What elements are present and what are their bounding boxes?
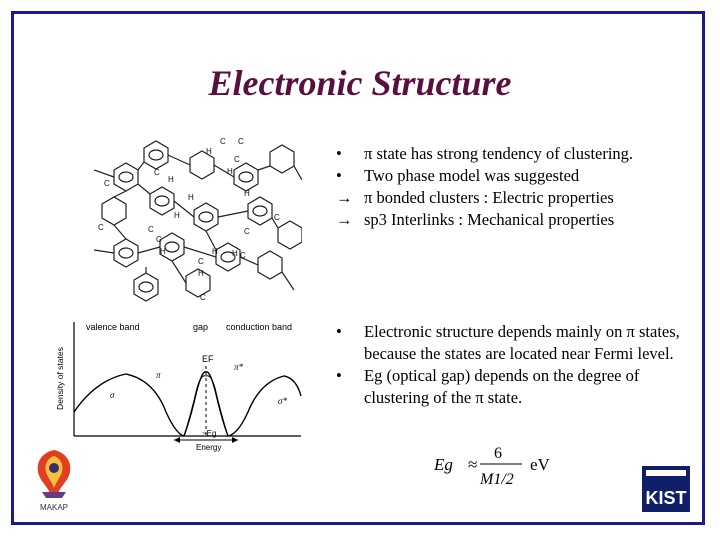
svg-text:C: C — [154, 168, 160, 177]
bullet-item: • Two phase model was suggested — [336, 165, 696, 187]
formula-approx: ≈ — [468, 455, 477, 474]
formula-unit: eV — [530, 455, 551, 474]
x-axis-label: Energy — [196, 443, 221, 452]
svg-text:C: C — [98, 223, 104, 232]
svg-text:H: H — [198, 269, 204, 278]
bullet-text: Two phase model was suggested — [364, 166, 580, 185]
svg-text:H: H — [174, 211, 180, 220]
sigma-label: σ — [110, 390, 115, 400]
svg-text:C: C — [104, 179, 110, 188]
svg-text:C: C — [274, 213, 280, 222]
bullet-marker: • — [336, 322, 342, 341]
bullet-marker: • — [336, 144, 342, 163]
gap-width-label: ~Eg — [202, 429, 216, 438]
bullet-text: π bonded clusters : Electric properties — [364, 188, 614, 207]
svg-text:H: H — [206, 147, 212, 156]
svg-text:H: H — [212, 247, 218, 256]
arrow-marker: → — [336, 210, 353, 229]
svg-text:C: C — [238, 137, 244, 146]
valence-band-label: valence band — [86, 322, 140, 332]
slide-title: Electronic Structure — [208, 63, 512, 103]
pi-star-label: π* — [234, 362, 244, 372]
svg-text:C: C — [148, 225, 154, 234]
bullet-text: π state has strong tendency of clusterin… — [364, 144, 634, 163]
optical-gap-formula: Eg ≈ 6 M1/2 eV — [433, 445, 551, 488]
formula-denominator: M1/2 — [479, 471, 514, 488]
dos-curve — [73, 371, 302, 437]
sigma-star-label: σ* — [278, 396, 287, 406]
pi-peak — [183, 375, 207, 437]
density-of-states-plot: Density of states valence band gap condu… — [56, 322, 302, 452]
bullet-text: sp3 Interlinks : Mechanical properties — [364, 210, 615, 229]
conduction-band-label: conduction band — [226, 322, 292, 332]
svg-text:H: H — [244, 189, 250, 198]
makap-logo-text: MAKAP — [40, 503, 68, 512]
bullet-list-top: • π state has strong tendency of clusteri… — [336, 143, 696, 231]
bullet-text: Eg (optical gap) depends on the degree o… — [364, 366, 640, 407]
svg-text:C: C — [198, 257, 204, 266]
svg-text:H: H — [160, 247, 166, 256]
svg-text:H: H — [168, 175, 174, 184]
svg-text:H: H — [232, 249, 238, 258]
bullet-item: • π state has strong tendency of clusteri… — [336, 143, 696, 165]
formula-lhs: Eg — [433, 455, 453, 474]
y-axis-label: Density of states — [56, 347, 65, 410]
arrow-item: → sp3 Interlinks : Mechanical properties — [336, 209, 696, 231]
svg-text:H: H — [227, 167, 233, 176]
arrow-marker: → — [336, 188, 353, 207]
bullet-text: Electronic structure depends mainly on π… — [364, 322, 680, 363]
slide-border — [11, 11, 705, 525]
svg-text:C: C — [156, 235, 162, 244]
kist-logo-text: KIST — [645, 488, 686, 508]
svg-text:H: H — [188, 193, 194, 202]
svg-text:C: C — [234, 155, 240, 164]
bullet-marker: • — [336, 366, 342, 385]
svg-text:C: C — [220, 137, 226, 146]
fermi-energy-label: EF — [202, 354, 214, 364]
svg-text:C: C — [244, 227, 250, 236]
kist-logo-icon: KIST — [642, 466, 690, 512]
gap-arrow-left-head — [174, 437, 180, 443]
bullet-item: • Electronic structure depends mainly on … — [336, 321, 696, 365]
svg-text:C: C — [240, 251, 246, 260]
formula-numerator: 6 — [494, 445, 502, 462]
svg-text:C: C — [200, 293, 206, 302]
makap-logo-icon: MAKAP — [37, 450, 71, 512]
gap-arrow-right-head — [232, 437, 238, 443]
bullet-marker: • — [336, 166, 342, 185]
arrow-item: → π bonded clusters : Electric properties — [336, 187, 696, 209]
pi-label: π — [156, 370, 161, 380]
bullet-item: • Eg (optical gap) depends on the degree … — [336, 365, 696, 409]
gap-label: gap — [193, 322, 208, 332]
bullet-list-bottom: • Electronic structure depends mainly on … — [336, 321, 696, 409]
pi-star-peak — [205, 375, 229, 437]
